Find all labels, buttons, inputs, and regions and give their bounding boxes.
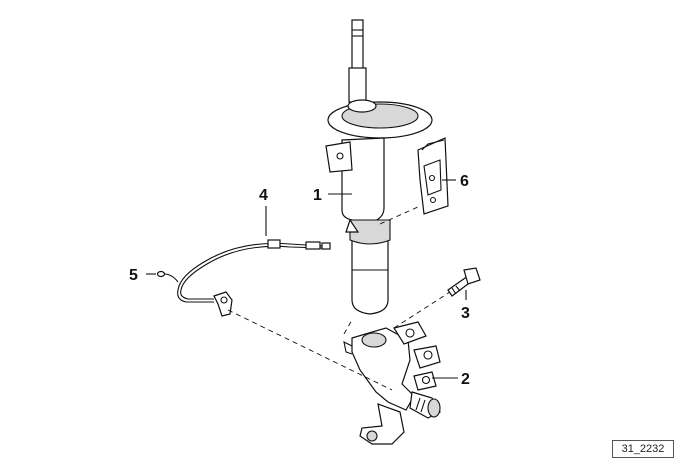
strut-assembly (325, 19, 433, 315)
leader-lines (146, 179, 467, 379)
callout-6: 6 (460, 173, 469, 190)
callout-1: 1 (313, 187, 322, 204)
callout-4: 4 (259, 187, 268, 204)
bolt (447, 267, 481, 297)
cable-clip (156, 270, 179, 283)
callout-2: 2 (461, 371, 470, 388)
reference-code: 31_2232 (612, 440, 674, 458)
sensor-cable (177, 239, 331, 317)
callout-3: 3 (461, 305, 470, 322)
callout-5: 5 (129, 267, 138, 284)
steering-knuckle (343, 321, 441, 445)
assembly-lines (227, 205, 451, 391)
brake-line-bracket (417, 137, 449, 215)
